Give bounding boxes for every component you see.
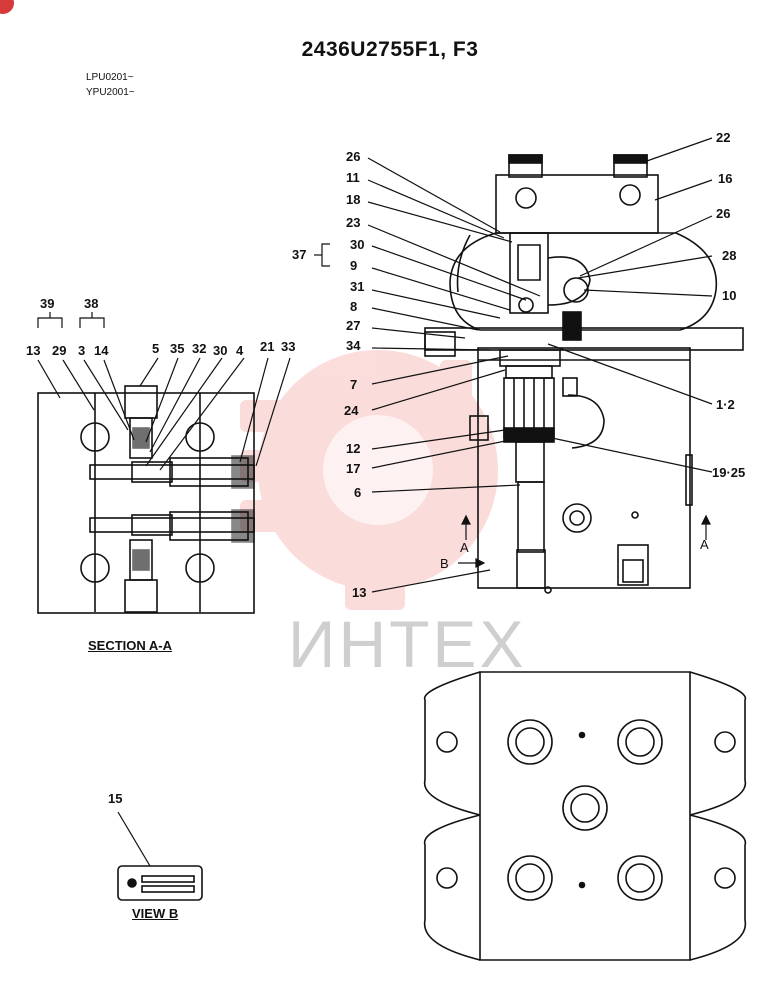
- callout-12: 12: [346, 441, 361, 456]
- callout-9: 9: [350, 258, 358, 273]
- callout-4: 4: [236, 343, 244, 358]
- callout-7: 7: [350, 377, 358, 392]
- bottom-view-drawing: [423, 671, 747, 961]
- callout-8: 8: [350, 299, 358, 314]
- callout-1-2: 1·2: [716, 397, 735, 412]
- callout-21: 21: [260, 339, 275, 354]
- callout-17: 17: [346, 461, 361, 476]
- callout-5: 5: [152, 341, 160, 356]
- view-b-plate: [117, 811, 203, 901]
- callout-33: 33: [281, 339, 296, 354]
- section-aa-drawing: [37, 385, 255, 614]
- callout-11: 11: [346, 170, 360, 185]
- callout-30a: 30: [350, 237, 365, 252]
- section-mark-a-right: A: [700, 537, 709, 552]
- callout-31: 31: [350, 279, 365, 294]
- callout-3: 3: [78, 343, 86, 358]
- callout-26a: 26: [346, 149, 361, 164]
- watermark-text: ИНТЕХ: [288, 607, 527, 681]
- section-mark-a-left: A: [460, 540, 469, 555]
- callout-13a: 13: [352, 585, 367, 600]
- callout-14: 14: [94, 343, 109, 358]
- callout-30b: 30: [213, 343, 228, 358]
- callout-24: 24: [344, 403, 359, 418]
- callout-38: 38: [84, 296, 99, 311]
- callout-35: 35: [170, 341, 185, 356]
- callout-28: 28: [722, 248, 737, 263]
- callout-15: 15: [108, 791, 123, 806]
- section-mark-b: B: [440, 556, 449, 571]
- callout-26b: 26: [716, 206, 731, 221]
- callout-18: 18: [346, 192, 361, 207]
- callout-22: 22: [716, 130, 731, 145]
- callout-37: 37: [292, 247, 307, 262]
- callout-23: 23: [346, 215, 361, 230]
- callout-29: 29: [52, 343, 67, 358]
- serial-range-2: YPU2001~: [86, 87, 135, 98]
- page-title: 2436U2755F1, F3: [301, 38, 479, 61]
- corner-badge: [0, 0, 14, 14]
- view-b-caption: VIEW B: [132, 906, 179, 921]
- serial-range-1: LPU0201~: [86, 72, 134, 83]
- callout-39: 39: [40, 296, 55, 311]
- section-aa-caption: SECTION A-A: [88, 638, 173, 653]
- callout-34: 34: [346, 338, 361, 353]
- callout-19-25: 19·25: [712, 465, 746, 480]
- callout-10: 10: [722, 288, 737, 303]
- callout-6: 6: [354, 485, 362, 500]
- callout-32: 32: [192, 341, 207, 356]
- main-valve-assembly: [424, 154, 744, 594]
- callout-27: 27: [346, 318, 361, 333]
- callout-16: 16: [718, 171, 733, 186]
- callout-13b: 13: [26, 343, 41, 358]
